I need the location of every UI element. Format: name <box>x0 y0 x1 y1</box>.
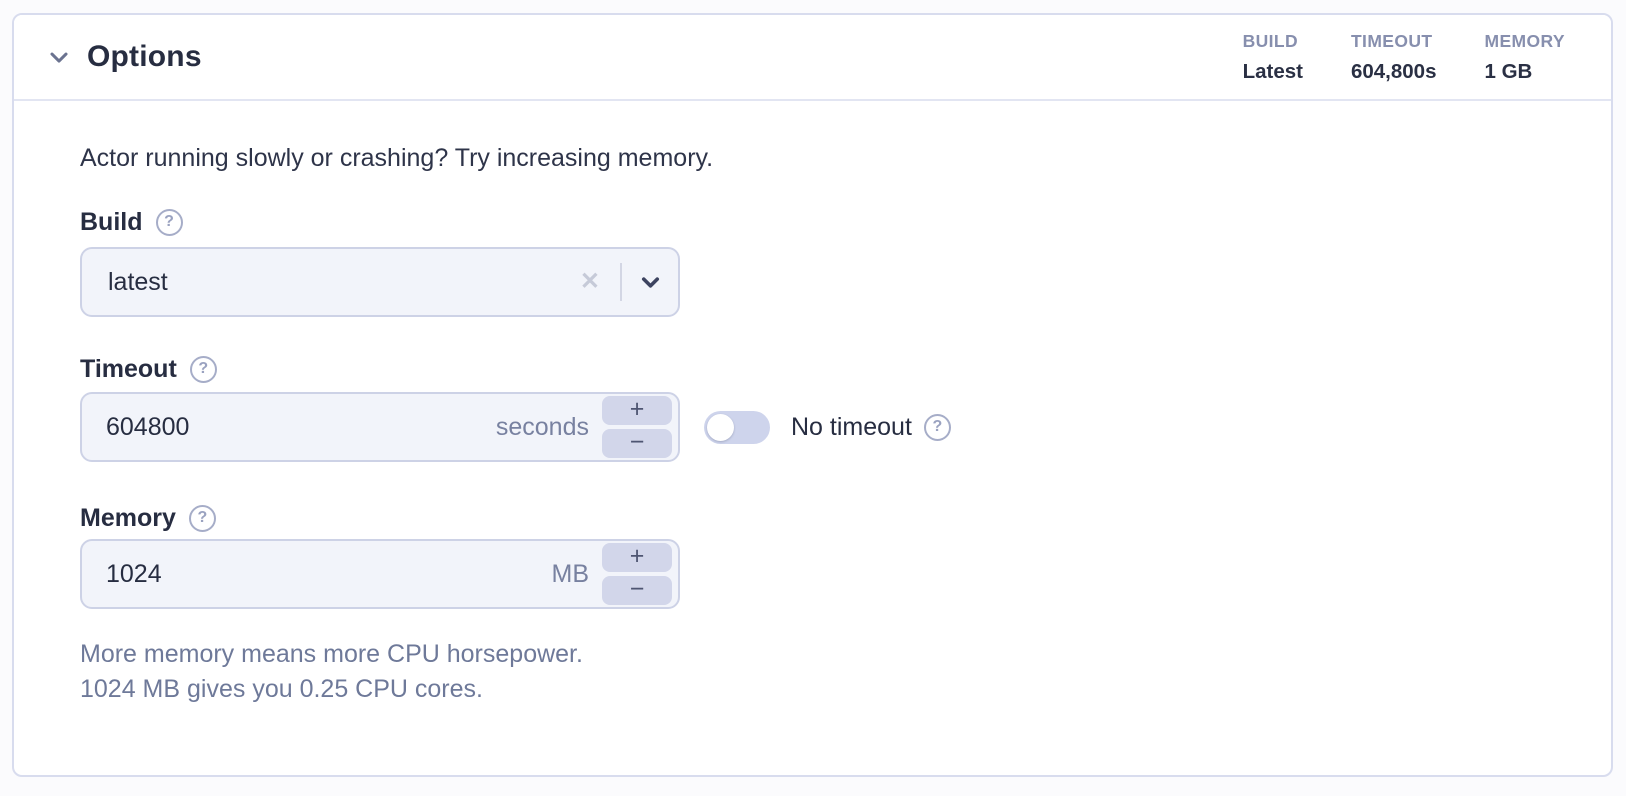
summary-item-timeout: TIMEOUT 604,800s <box>1351 31 1437 83</box>
timeout-row: seconds + − No timeout ? <box>80 384 1565 462</box>
collapse-button[interactable] <box>44 42 74 72</box>
build-field: Build ? latest ✕ <box>80 207 1565 317</box>
memory-field-label: Memory ? <box>80 503 1565 533</box>
select-divider <box>620 263 622 301</box>
memory-input[interactable] <box>106 559 552 589</box>
timeout-label-text: Timeout <box>80 355 177 383</box>
no-timeout-toggle[interactable] <box>704 410 770 444</box>
timeout-help-icon[interactable]: ? <box>189 355 217 383</box>
run-summary: BUILD Latest TIMEOUT 604,800s MEMORY 1 G… <box>1243 31 1565 83</box>
clear-icon[interactable]: ✕ <box>579 268 600 295</box>
build-select-value: latest <box>108 267 168 296</box>
timeout-steppers: + − <box>602 396 672 458</box>
memory-unit: MB <box>551 559 590 588</box>
panel-title: Options <box>87 40 202 73</box>
build-select[interactable]: latest ✕ <box>80 247 680 317</box>
panel-header: Options BUILD Latest TIMEOUT 604,800s ME… <box>14 15 1611 101</box>
no-timeout-help-icon[interactable]: ? <box>923 413 951 441</box>
timeout-input-group: seconds + − <box>80 392 680 462</box>
options-panel: Options BUILD Latest TIMEOUT 604,800s ME… <box>12 13 1613 777</box>
memory-field: Memory ? MB + − More memory means more C… <box>80 503 1565 707</box>
memory-steppers: + − <box>602 543 672 605</box>
chevron-down-icon <box>45 43 73 71</box>
build-help-icon[interactable]: ? <box>155 208 183 236</box>
hint-text: Actor running slowly or crashing? Try in… <box>80 144 714 172</box>
no-timeout-group: No timeout ? <box>704 410 951 444</box>
summary-value: Latest <box>1242 60 1303 83</box>
summary-label: BUILD <box>1242 31 1299 51</box>
toggle-knob <box>707 413 734 441</box>
memory-help-line1: More memory means more CPU horsepower. <box>80 640 583 668</box>
timeout-input[interactable] <box>106 412 496 442</box>
summary-value: 604,800s <box>1350 60 1437 83</box>
build-label-text: Build <box>80 208 143 236</box>
summary-label: TIMEOUT <box>1350 31 1433 51</box>
timeout-increment-button[interactable]: + <box>602 396 672 425</box>
memory-input-group: MB + − <box>80 539 680 609</box>
no-timeout-label: No timeout <box>791 412 912 441</box>
timeout-unit: seconds <box>495 412 589 441</box>
memory-help-text: More memory means more CPU horsepower. 1… <box>80 637 1565 707</box>
summary-item-memory: MEMORY 1 GB <box>1484 31 1565 83</box>
timeout-decrement-button[interactable]: − <box>602 429 672 458</box>
summary-value: 1 GB <box>1484 60 1533 83</box>
summary-label: MEMORY <box>1484 31 1565 51</box>
chevron-down-icon[interactable] <box>637 269 664 296</box>
timeout-field: Timeout ? seconds + − <box>80 354 1565 462</box>
build-field-label: Build ? <box>80 207 1565 237</box>
memory-decrement-button[interactable]: − <box>602 576 672 605</box>
timeout-field-label: Timeout ? <box>80 354 1565 384</box>
memory-help-line2: 1024 MB gives you 0.25 CPU cores. <box>80 675 483 703</box>
summary-item-build: BUILD Latest <box>1243 31 1303 83</box>
memory-increment-button[interactable]: + <box>602 543 672 572</box>
panel-body: Actor running slowly or crashing? Try in… <box>14 101 1611 707</box>
page: Options BUILD Latest TIMEOUT 604,800s ME… <box>12 13 1613 777</box>
memory-help-icon[interactable]: ? <box>188 504 216 532</box>
memory-label-text: Memory <box>80 504 176 532</box>
